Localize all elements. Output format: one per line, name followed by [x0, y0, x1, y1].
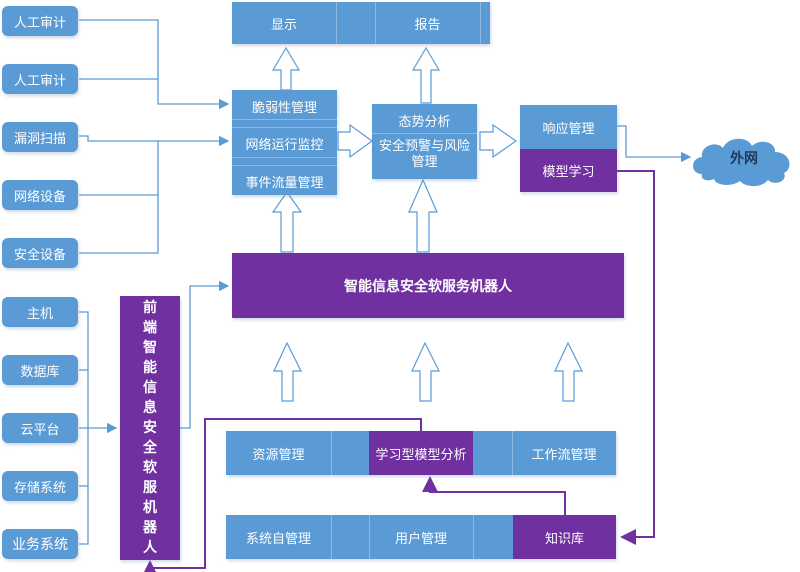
front-robot-char: 息: [143, 400, 157, 416]
main-robot[interactable]: 智能信息安全软服务机器人: [232, 253, 624, 318]
front-robot-char: 安: [143, 420, 157, 436]
connector-audit-to-vuln: [79, 19, 230, 110]
source-host[interactable]: 主机: [2, 297, 78, 327]
block-arrow-up-services-left: [273, 341, 302, 402]
front-robot-char: 前: [143, 300, 157, 316]
block-arrow-up-main-mid: [408, 178, 438, 253]
connector-analysis-to-front: [142, 418, 422, 572]
system-self-management[interactable]: 系统自管理: [245, 532, 311, 547]
block-arrow-up-report: [411, 46, 441, 104]
front-robot-char: 软: [143, 460, 157, 476]
situation-analysis[interactable]: 态势分析: [398, 115, 451, 130]
output-display[interactable]: 显示: [270, 18, 297, 33]
source-database[interactable]: 数据库: [2, 355, 78, 385]
analysis-stack: 态势分析 安全预警与风险管理: [372, 104, 477, 179]
user-management[interactable]: 用户管理: [394, 532, 447, 547]
vulnerability-management[interactable]: 脆弱性管理: [251, 101, 317, 116]
block-arrow-up-services-mid: [411, 341, 440, 402]
connector-kb-to-analysis: [422, 476, 566, 515]
block-arrow-right-analysis: [479, 123, 518, 159]
front-robot-char: 机: [143, 500, 157, 516]
connector-model-to-kb: [617, 170, 655, 545]
network-monitoring[interactable]: 网络运行监控: [245, 138, 324, 153]
block-arrow-up-main-left: [271, 190, 303, 253]
source-cloud-platform[interactable]: 云平台: [2, 413, 78, 443]
source-network-device[interactable]: 网络设备: [2, 180, 78, 210]
connector-front-to-main: [180, 280, 230, 429]
connector-secdev: [79, 195, 159, 254]
workflow-management[interactable]: 工作流管理: [531, 448, 597, 463]
connector-scan-to-monitor: [79, 135, 230, 147]
resource-management[interactable]: 资源管理: [252, 448, 305, 463]
source-storage-system[interactable]: 存储系统: [2, 471, 78, 501]
source-security-device[interactable]: 安全设备: [2, 238, 78, 268]
front-robot-char: 端: [143, 320, 157, 336]
service-row-2: 系统自管理 用户管理 知识库: [226, 515, 616, 559]
security-warning-risk-management[interactable]: 安全预警与风险管理: [378, 139, 470, 170]
source-business-system[interactable]: 业务系统: [2, 529, 78, 559]
front-robot-char: 全: [143, 440, 157, 456]
service-row-1: 资源管理 学习型模型分析 工作流管理: [226, 431, 616, 475]
block-arrow-up-services-right: [554, 341, 583, 402]
source-manual-audit-2[interactable]: 人工审计: [2, 64, 78, 94]
block-arrow-right-monitor: [337, 123, 374, 159]
front-robot-char: 智: [143, 340, 157, 356]
connector-response-to-cloud: [617, 125, 692, 163]
output-bar: 显示 报告: [232, 2, 490, 44]
front-robot-char: 能: [143, 360, 157, 376]
knowledge-base[interactable]: 知识库: [513, 515, 616, 559]
output-report[interactable]: 报告: [414, 18, 441, 33]
source-vuln-scan[interactable]: 漏洞扫描: [2, 122, 78, 152]
external-network-label: 外网: [730, 151, 758, 167]
block-arrow-up-display: [271, 46, 301, 91]
response-management[interactable]: 响应管理: [520, 105, 617, 149]
cloud-icon[interactable]: [690, 130, 798, 188]
front-robot-label: 前端智能信息安全软服机器人: [143, 298, 157, 558]
learning-model-analysis[interactable]: 学习型模型分析: [369, 431, 473, 475]
front-robot-char: 服: [143, 480, 157, 496]
model-learning[interactable]: 模型学习: [520, 149, 617, 192]
front-robot-char: 信: [143, 380, 157, 396]
source-manual-audit-1[interactable]: 人工审计: [2, 6, 78, 36]
front-robot[interactable]: 前端智能信息安全软服机器人: [120, 296, 180, 560]
event-traffic-management[interactable]: 事件流量管理: [245, 176, 324, 191]
front-robot-char: 器: [143, 520, 157, 536]
monitor-stack: 脆弱性管理 网络运行监控 事件流量管理: [232, 90, 337, 195]
front-robot-char: 人: [143, 540, 157, 556]
connector-netdev: [79, 141, 159, 196]
